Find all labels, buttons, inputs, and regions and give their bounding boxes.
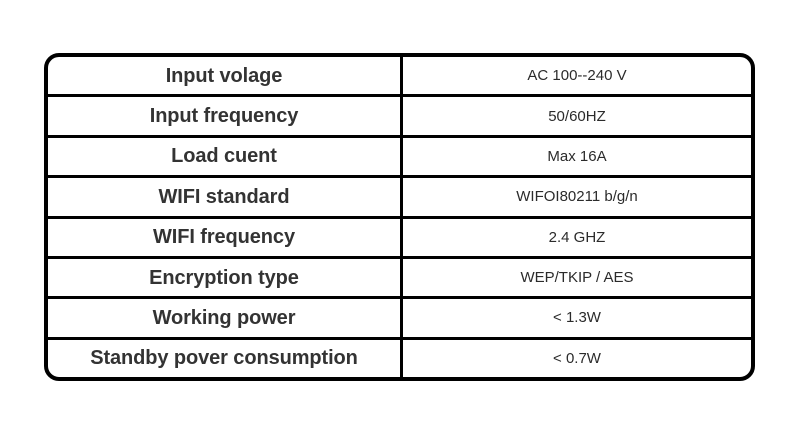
spec-label-standby-power-consumption: Standby pover consumption xyxy=(48,339,403,377)
spec-label-wifi-frequency: WIFI frequency xyxy=(48,218,403,256)
spec-value-working-power: < 1.3W xyxy=(553,309,601,327)
spec-value-wifi-standard: WIFOI80211 b/g/n xyxy=(516,188,638,206)
table-body: Input volage AC 100--240 V Input frequen… xyxy=(48,57,751,377)
spec-label-encryption-type: Encryption type xyxy=(48,258,403,297)
spec-label-wifi-standard: WIFI standard xyxy=(48,178,403,216)
spec-value-wifi-frequency: 2.4 GHZ xyxy=(548,228,606,246)
table-row: Input volage AC 100--240 V xyxy=(48,57,751,98)
spec-value-input-voltage: AC 100--240 V xyxy=(527,67,627,85)
specification-table: Input volage AC 100--240 V Input frequen… xyxy=(44,53,755,381)
table-row: WIFI standard WIFOI80211 b/g/n xyxy=(48,178,751,219)
table-row: Input frequency 50/60HZ xyxy=(48,97,751,138)
table-row: WIFI frequency 2.4 GHZ xyxy=(48,218,751,259)
spec-value-input-frequency: 50/60HZ xyxy=(548,107,606,125)
spec-label-input-voltage: Input volage xyxy=(48,57,403,95)
spec-label-working-power: Working power xyxy=(48,299,403,337)
spec-value-standby-power-consumption: < 0.7W xyxy=(553,349,601,367)
table-row: Working power < 1.3W xyxy=(48,299,751,340)
spec-value-encryption-type: WEP/TKIP / AES xyxy=(520,269,634,287)
table-row: Encryption type WEP/TKIP / AES xyxy=(48,258,751,300)
table-row: Standby pover consumption < 0.7W xyxy=(48,339,751,377)
spec-label-input-frequency: Input frequency xyxy=(48,97,403,135)
table-row: Load cuent Max 16A xyxy=(48,137,751,179)
spec-label-load-current: Load cuent xyxy=(48,137,403,176)
spec-value-load-current: Max 16A xyxy=(547,147,607,165)
